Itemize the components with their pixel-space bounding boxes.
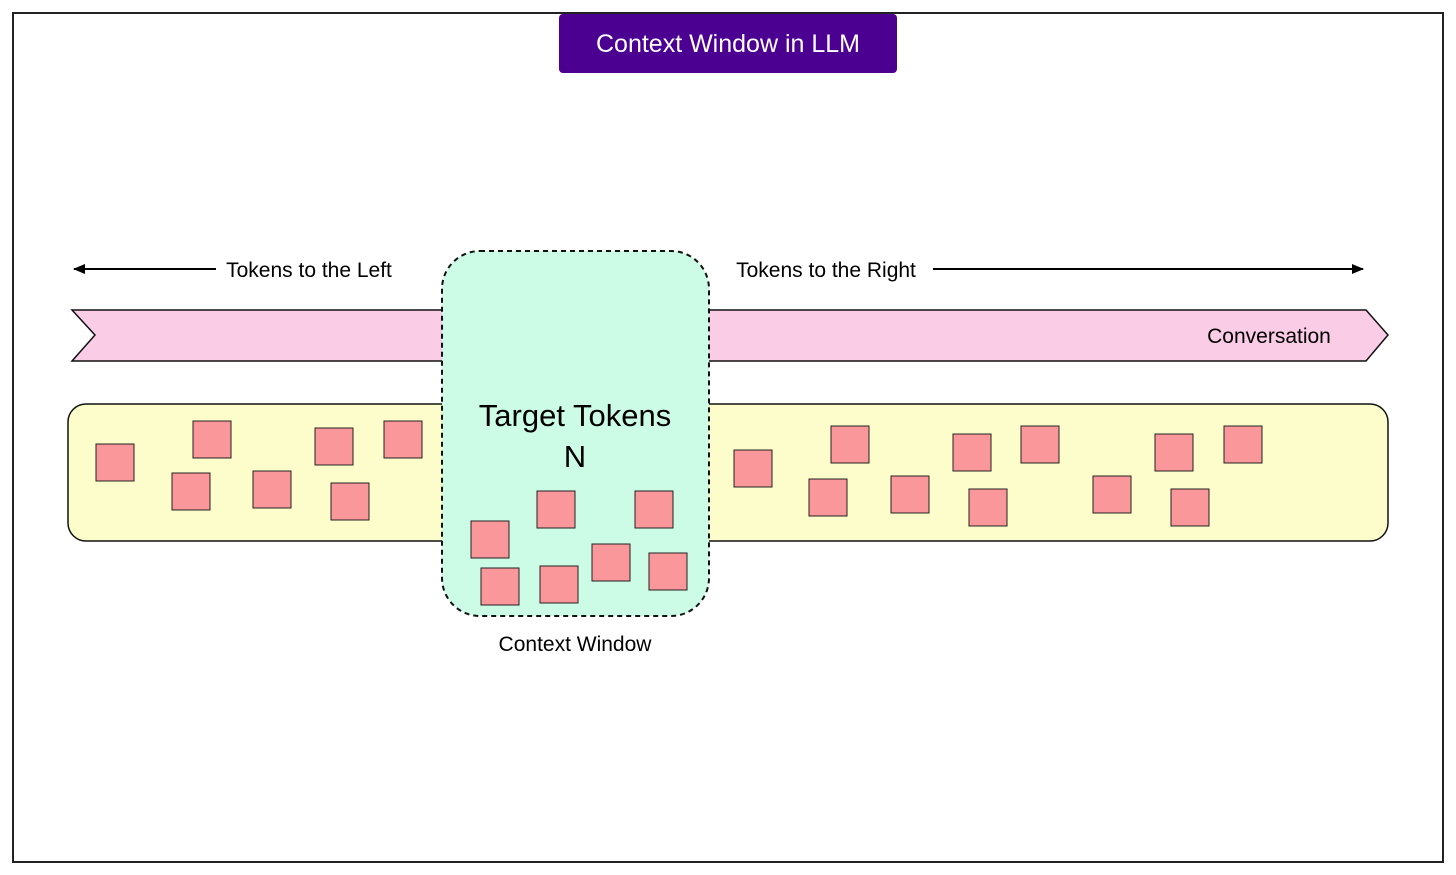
token	[830, 425, 870, 464]
token	[252, 470, 292, 509]
token	[1154, 433, 1194, 472]
token	[1020, 425, 1060, 464]
token	[192, 420, 232, 459]
diagram-title: Context Window in LLM	[596, 30, 860, 58]
token	[480, 567, 520, 606]
left-tokens	[95, 420, 423, 521]
target-tokens-label: Target Tokens	[479, 398, 671, 433]
target-tokens-n: N	[564, 439, 586, 474]
token	[383, 420, 423, 459]
target-tokens	[470, 490, 688, 606]
conversation-label: Conversation	[1207, 325, 1331, 348]
token	[330, 482, 370, 521]
right-tokens	[733, 425, 1263, 527]
token	[968, 488, 1008, 527]
token	[890, 475, 930, 514]
token	[536, 490, 576, 529]
token	[470, 520, 510, 559]
conversation-band	[70, 309, 1389, 362]
left-tokens-label: Tokens to the Left	[226, 259, 392, 282]
token	[1223, 425, 1263, 464]
context-window-caption: Context Window	[499, 633, 653, 656]
token	[648, 552, 688, 591]
token	[591, 543, 631, 582]
token	[1170, 488, 1210, 527]
token	[733, 449, 773, 488]
token	[808, 478, 848, 517]
token	[1092, 475, 1132, 514]
title-badge	[559, 14, 897, 73]
token	[314, 427, 354, 466]
token	[95, 443, 135, 482]
token	[539, 565, 579, 604]
token	[952, 433, 992, 472]
right-tokens-label: Tokens to the Right	[736, 259, 916, 282]
token	[171, 472, 211, 511]
token	[634, 490, 674, 529]
